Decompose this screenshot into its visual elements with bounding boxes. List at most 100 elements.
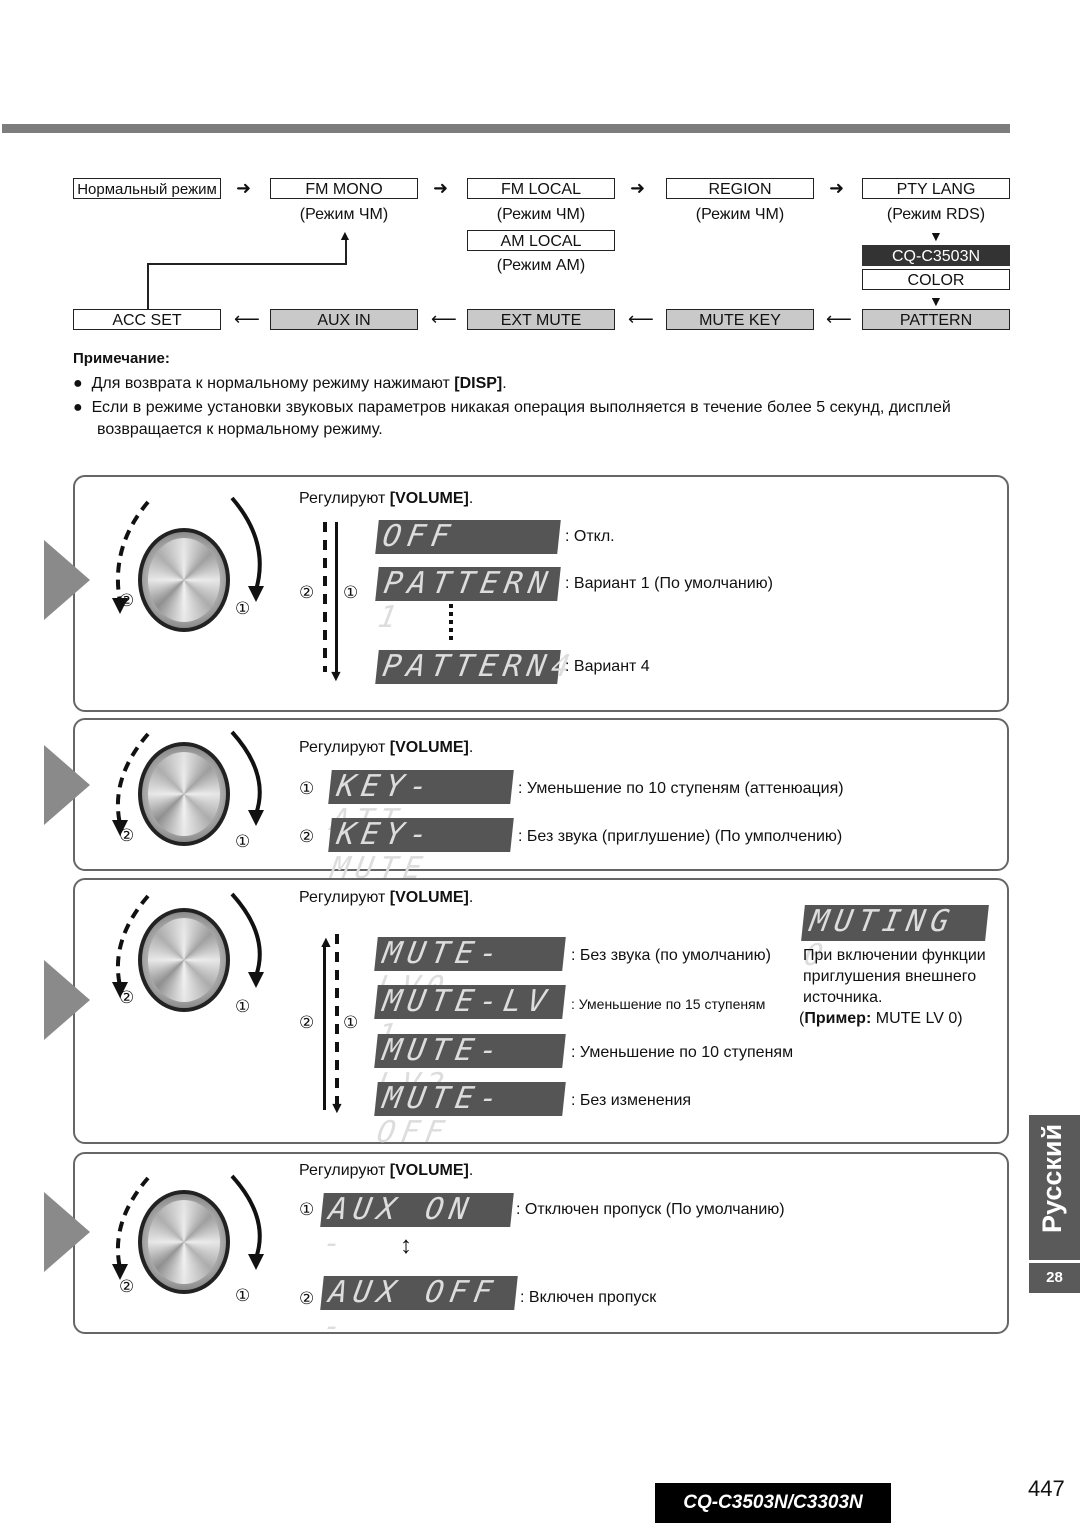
language-tab-label: Русский [1037,1123,1067,1233]
lcd-text: PATTERN 1 [375,566,556,635]
lcd-display: MUTE-OFF [374,1081,566,1150]
label-2: ② [299,827,315,846]
option-label: : Без звука (приглушение) (По умполчению… [518,828,843,845]
volume-key: [VOLUME] [389,739,469,756]
volume-knob-icon[interactable] [138,1190,230,1294]
paren: ( [799,1010,805,1027]
lcd-text: AUX OFF - [320,1275,501,1344]
sequence-line [335,522,338,672]
lcd-text: AUX ON - [320,1192,477,1261]
label-2: ② [119,1277,135,1296]
language-tab: Русский [1029,1115,1080,1260]
side-note-line: При включении функции [803,947,986,964]
option-label: : Отключен пропуск (По умолчанию) [516,1201,785,1218]
rotate-arrows-icon [112,496,264,614]
label-1: ① [235,832,251,851]
option-label: : Вариант 4 [565,658,650,675]
adjust-text: Регулируют [299,1162,386,1179]
lcd-display: MUTE-LV 1 [374,984,566,1053]
flow-model-badge: CQ-C3503N [862,245,1010,266]
option-label: : Откл. [565,528,615,545]
lcd-display: AUX ON - [320,1192,514,1261]
return-line [147,263,346,265]
flow-acc-set: ACC SET [73,309,221,330]
adjust-text: Регулируют [299,889,386,906]
lcd-text: MUTE-OFF [374,1081,507,1150]
lcd-text: PATTERN4 [380,649,579,684]
note-item-2-cont: возвращается к нормальному режиму. [97,421,383,438]
option-label: : Уменьшение по 10 ступеням [571,1044,794,1061]
lcd-display: PATTERN4 [375,649,579,684]
return-line [345,238,347,265]
lcd-display: KEY-ATT- [328,769,514,838]
arrow-right-icon: ➜ [433,178,449,198]
footer-model: CQ-C3503N/C3303N [655,1483,891,1523]
volume-knob-icon[interactable] [138,528,230,632]
adjust-text: Регулируют [299,490,386,507]
flow-mute-key: MUTE KEY [666,309,814,330]
label-1: ① [343,583,359,602]
label-1: ① [235,1286,251,1305]
lcd-display: OFF [375,519,561,554]
label-2: ② [119,826,135,845]
page-number: 447 [1028,1476,1065,1501]
arrow-down-icon: ▼ [929,228,943,244]
flow-fm-mono: FM MONO [270,178,418,199]
label-1: ① [235,599,251,618]
note-heading: Примечание: [73,350,170,367]
rotate-arrows-icon [112,1174,264,1280]
option-label: : Включен пропуск [520,1289,657,1306]
flow-color: COLOR [862,269,1010,290]
volume-key: [VOLUME] [389,1162,469,1179]
flow-fm-local: FM LOCAL [467,178,615,199]
option-label: : Уменьшение по 10 ступеням (аттенюация) [518,780,844,797]
label-2: ② [299,1289,315,1308]
arrow-up-icon: ▲ [338,227,352,243]
lcd-display: MUTE-LV2 [374,1033,566,1102]
section-number: 28 [1029,1263,1080,1293]
volume-knob-icon[interactable] [138,908,230,1012]
flow-am-local: AM LOCAL [467,230,615,251]
label-1: ① [343,1013,359,1032]
label-1: ① [235,997,251,1016]
step-triangle-icon [44,960,90,1040]
arrow-down-icon: ▼ [328,668,344,685]
adjust-volume-label: Регулируют [VOLUME]. [299,739,474,756]
note-item-2-text: Если в режиме установки звуковых парамет… [91,399,951,416]
return-line [147,263,149,309]
flow-pattern: PATTERN [862,309,1010,330]
arrow-left-icon: ⟵ [431,309,457,329]
arrow-left-icon: ⟵ [628,309,654,329]
label-1: ① [299,779,315,798]
label-2: ② [119,988,135,1007]
bullet-icon: ● [73,399,83,416]
example-value: MUTE LV 0) [875,1010,963,1027]
lcd-text: OFF [380,519,459,554]
flow-region: REGION [666,178,814,199]
step-triangle-icon [44,745,90,825]
lcd-text: KEY-MUTE [328,817,437,886]
example-label: Пример: [804,1010,872,1027]
label-2: ② [299,1013,315,1032]
arrow-right-icon: ➜ [236,178,252,198]
volume-knob-icon[interactable] [138,742,230,846]
side-note-line: приглушения внешнего [803,968,977,985]
flow-aux-in: AUX IN [270,309,418,330]
lcd-display: KEY-MUTE [328,817,514,886]
flow-pty-lang-sub: (Режим RDS) [886,206,986,223]
lcd-display-example: MUTING 0 [801,904,989,973]
label-2: ② [119,591,135,610]
label-1: ① [299,1200,315,1219]
lcd-display: AUX OFF - [320,1275,518,1344]
flow-region-sub: (Режим ЧМ) [695,206,785,223]
note-item-2: ● Если в режиме установки звуковых парам… [73,397,951,419]
flow-ext-mute: EXT MUTE [467,309,615,330]
bullet-icon: ● [73,375,83,392]
adjust-volume-label: Регулируют [VOLUME]. [299,889,474,906]
volume-key: [VOLUME] [389,889,469,906]
step-triangle-icon [44,540,90,620]
step-triangle-icon [44,1192,90,1272]
volume-key: [VOLUME] [389,490,469,507]
option-label: : Вариант 1 (По умолчанию) [565,575,774,592]
top-divider-bar [2,124,1010,133]
